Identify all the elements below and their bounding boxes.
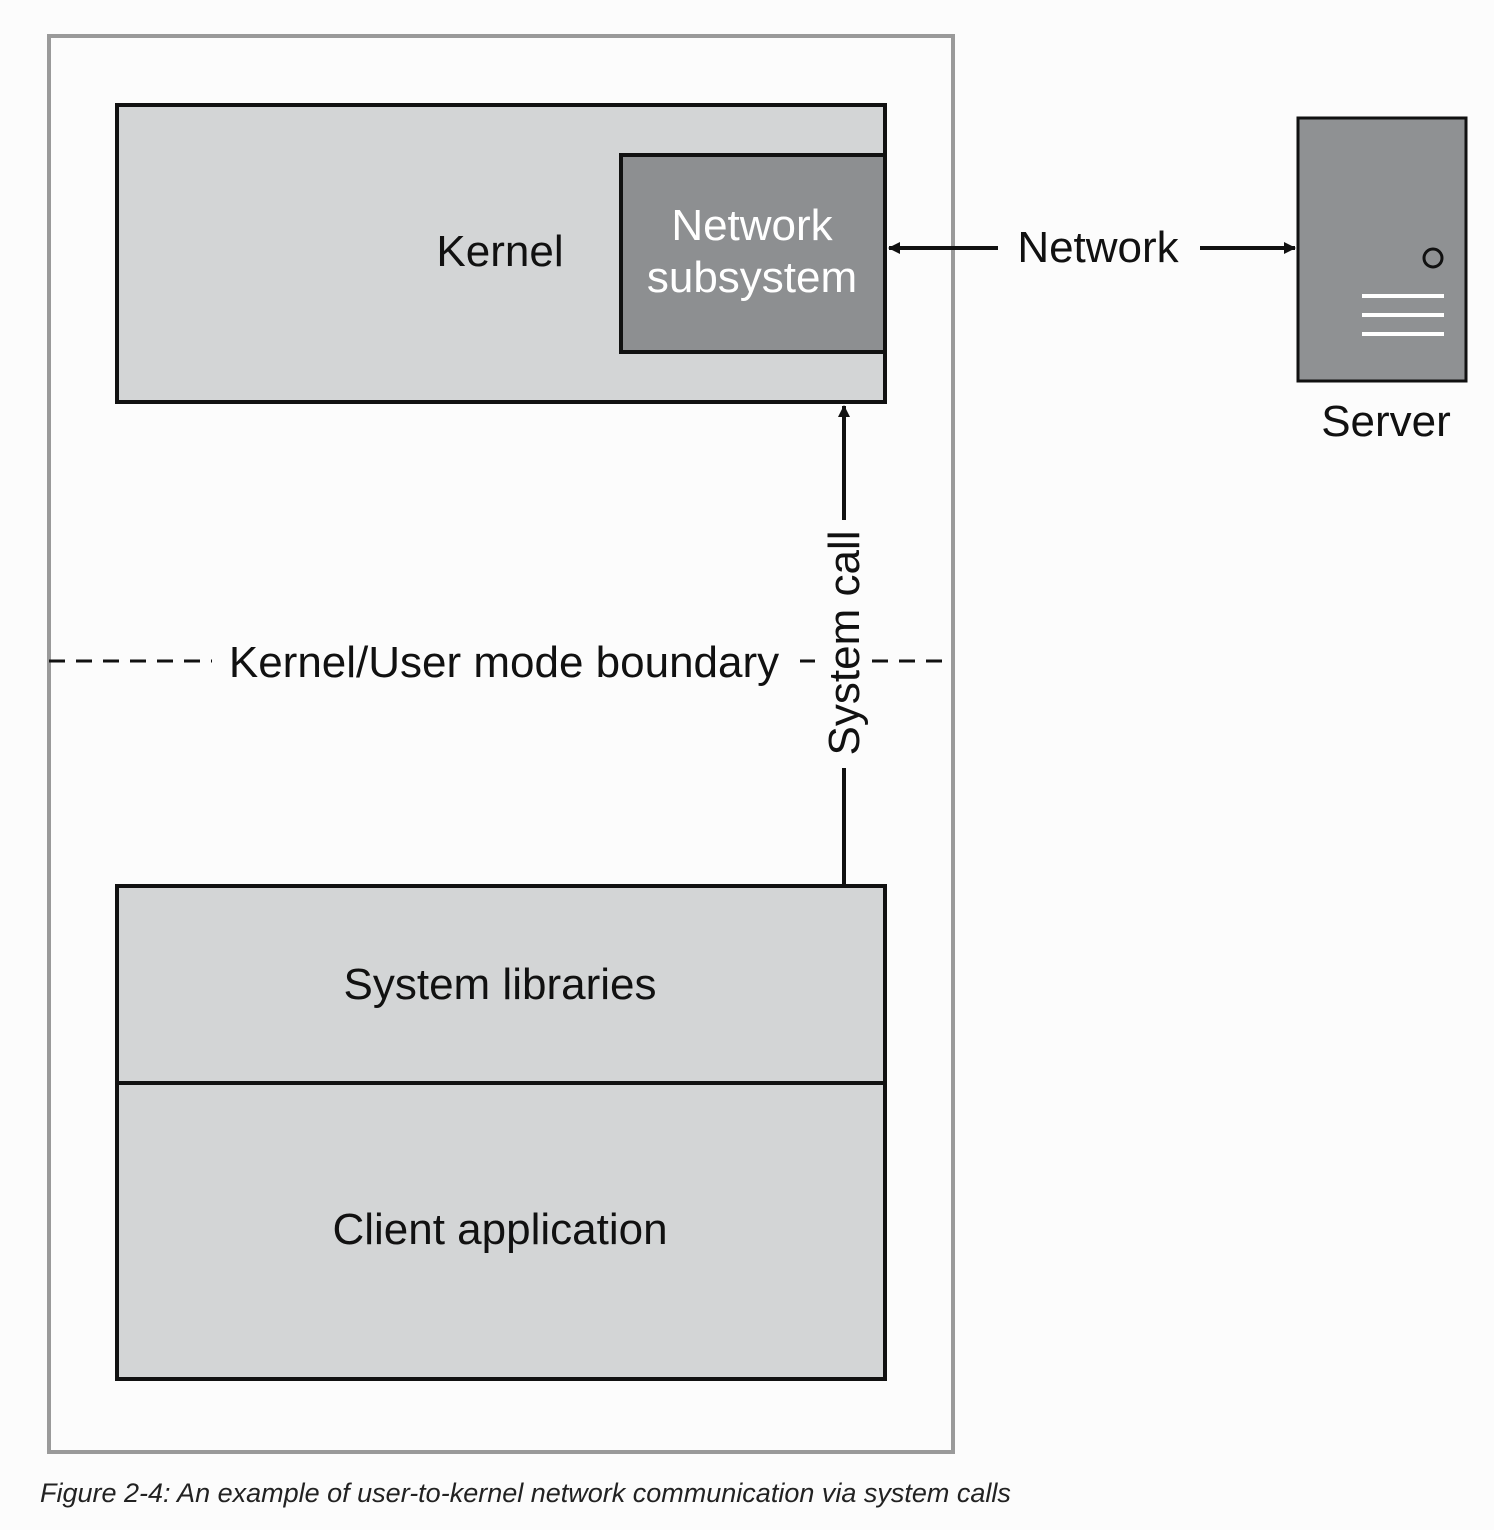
network-subsystem-box xyxy=(619,153,887,354)
network-label: Network xyxy=(1017,223,1179,272)
diagram: Kernel Network subsystem Network Server … xyxy=(47,34,1468,1454)
network-subsystem-label-line1: Network xyxy=(671,201,833,250)
network-subsystem-label-line2: subsystem xyxy=(647,253,857,302)
kernel-label: Kernel xyxy=(436,227,563,276)
client-application-box xyxy=(115,1081,887,1381)
client-application-label: Client application xyxy=(332,1205,667,1254)
server-icon xyxy=(1296,116,1468,383)
system-libraries-box xyxy=(115,884,887,1085)
boundary-label: Kernel/User mode boundary xyxy=(229,638,779,687)
server-label: Server xyxy=(1321,397,1451,446)
system-call-label: System call xyxy=(820,531,869,756)
figure-caption: Figure 2-4: An example of user-to-kernel… xyxy=(40,1478,1011,1508)
system-libraries-label: System libraries xyxy=(344,960,657,1009)
